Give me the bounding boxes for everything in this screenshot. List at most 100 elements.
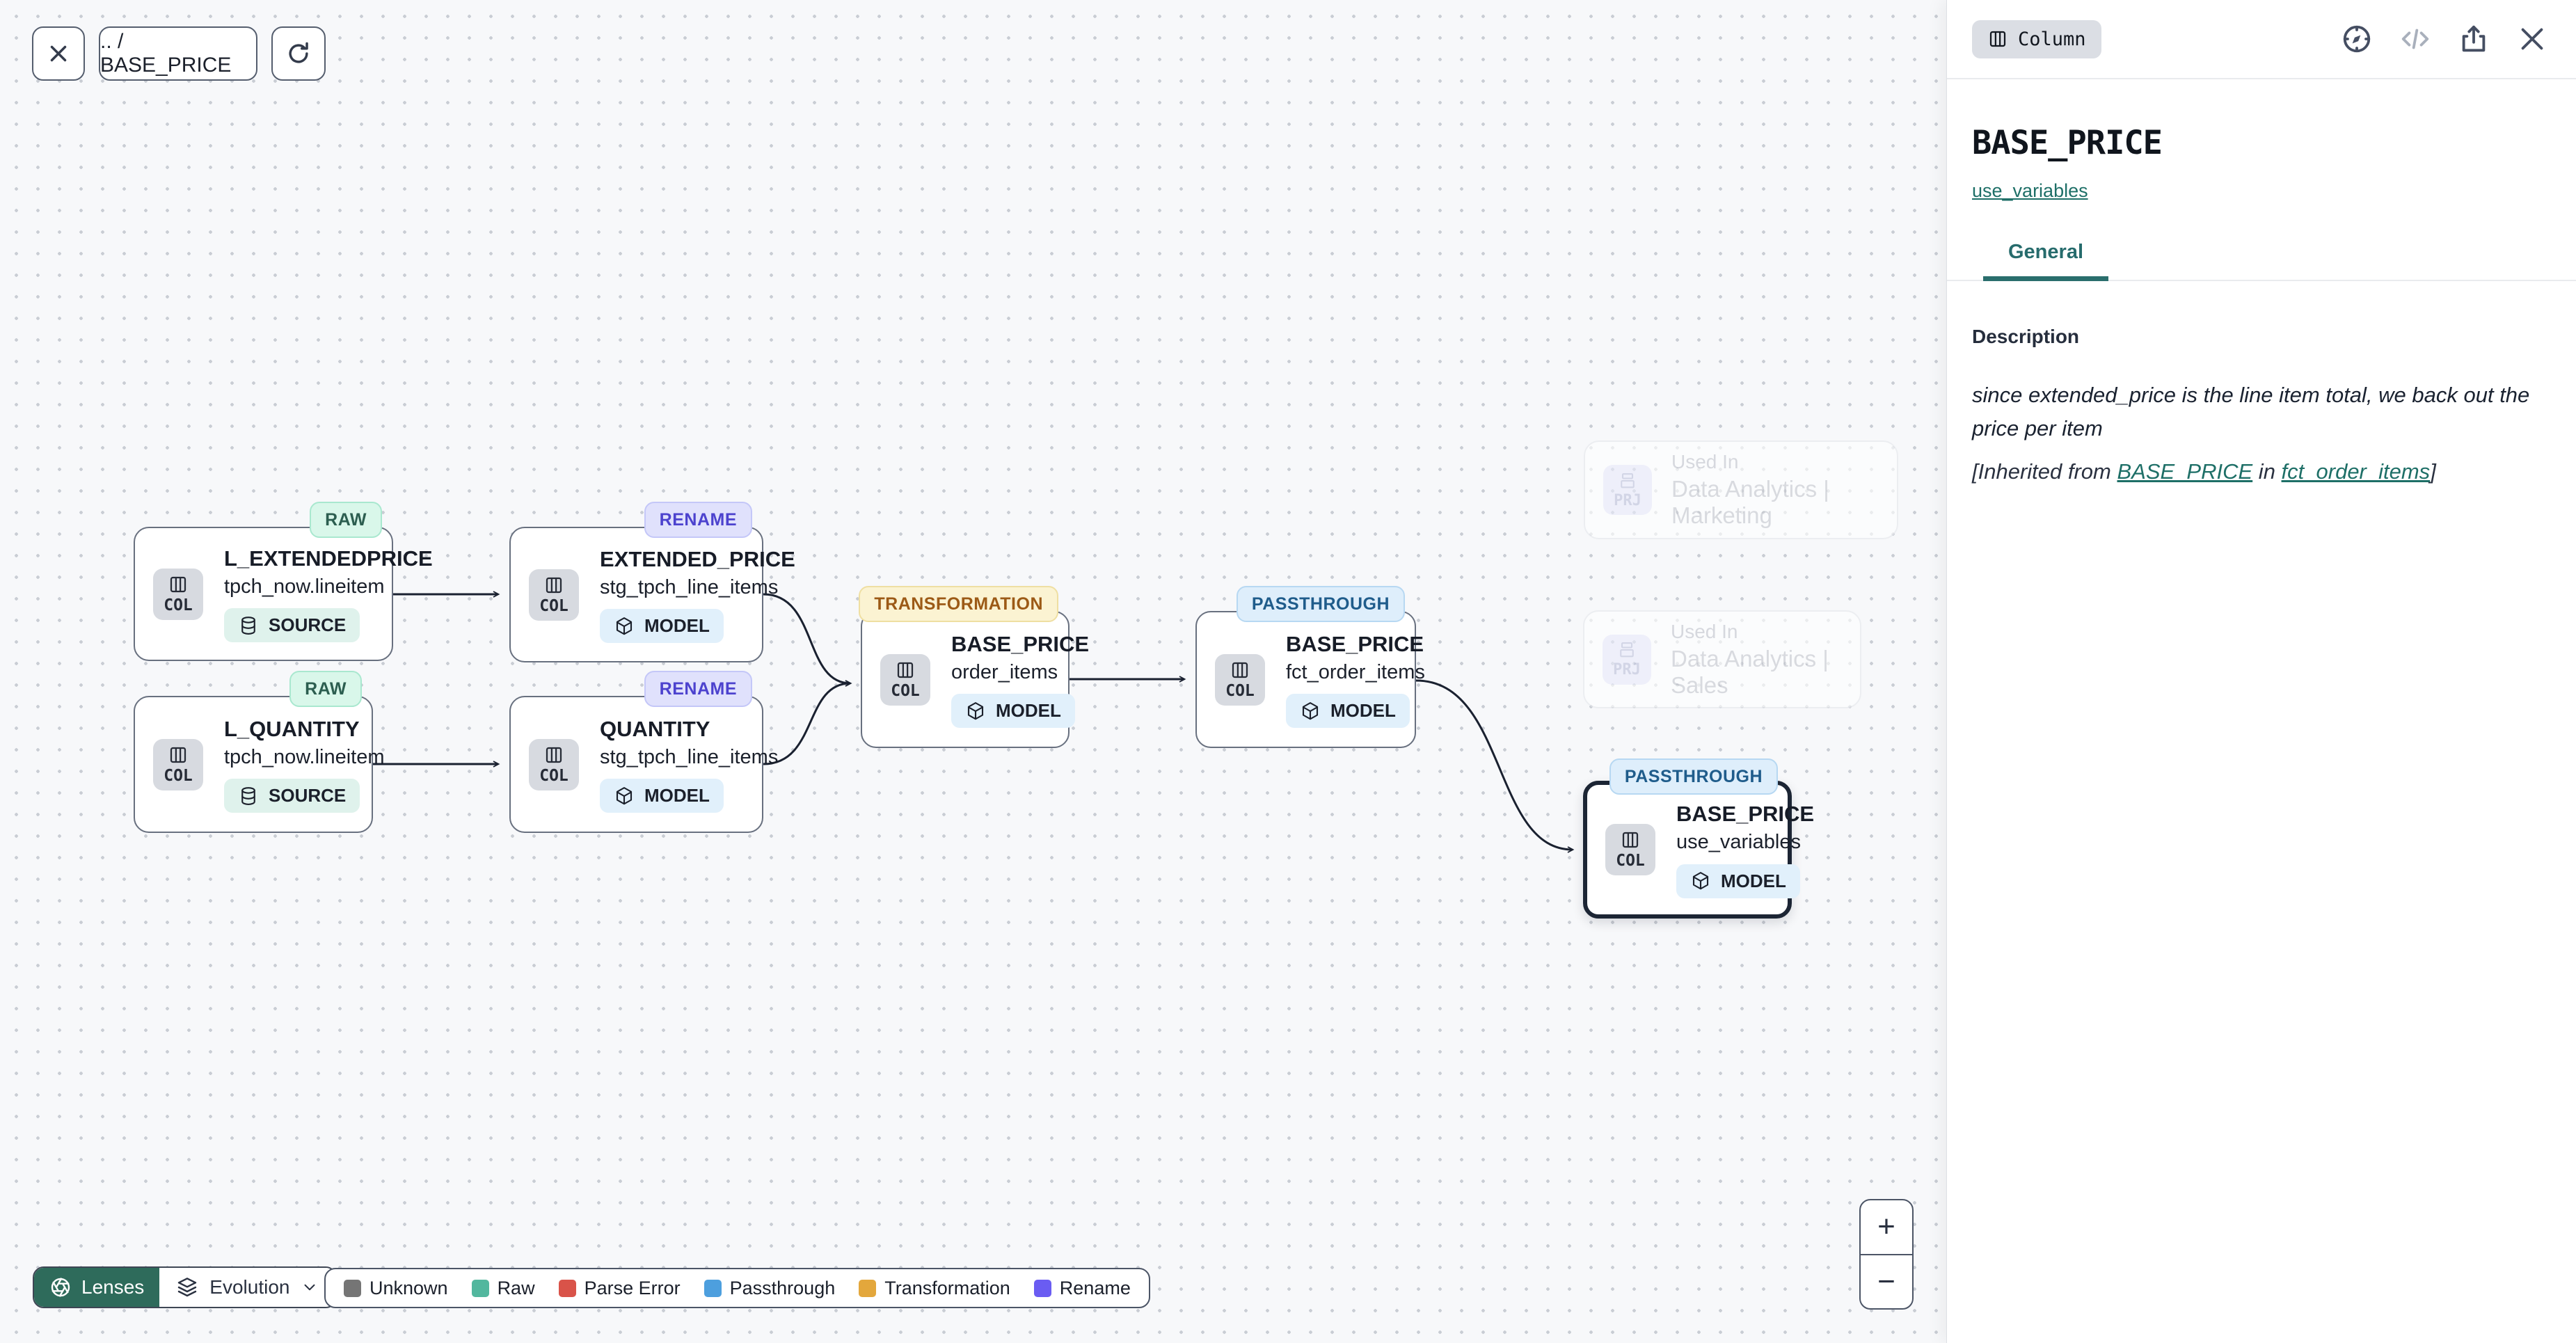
column-type-box: COL [529,738,579,790]
legend-swatch [703,1279,722,1297]
legend-item-raw: Raw [471,1277,535,1299]
kind-label: MODEL [644,785,710,806]
node-subtitle: use_variables [1676,831,1801,854]
legend-item-transformation: Transformation [859,1278,1010,1299]
node-title: BASE_PRICE [1286,631,1424,656]
column-type-box: COL [153,568,203,620]
lenses-button[interactable]: Lenses [34,1268,160,1307]
column-type-label: COL [891,681,920,700]
node-title: L_EXTENDEDPRICE [224,546,433,571]
lenses-label: Lenses [81,1276,145,1298]
inherited-prefix: [Inherited from [1972,459,2117,484]
export-icon[interactable] [2458,23,2490,55]
node-extended-price[interactable]: RENAME COL EXTENDED_PRICE stg_tpch_line_… [509,502,795,662]
legend-swatch [344,1279,361,1297]
legend-label: Passthrough [729,1277,836,1298]
kind-pill-source: SOURCE [224,779,360,813]
legend-label: Raw [497,1277,535,1298]
legend-label: Transformation [884,1277,1010,1298]
detail-panel-body: BASE_PRICE use_variables General Descrip… [1947,124,2576,484]
lens-badge: PASSTHROUGH [1609,758,1778,795]
database-icon [241,616,255,635]
model-cube-icon [616,786,633,805]
lens-select-label: Evolution [209,1276,290,1298]
node-subtitle: tpch_now.lineitem [224,745,385,768]
legend-item-unknown: Unknown [344,1278,448,1299]
kind-pill-model: MODEL [600,779,724,813]
legend-swatch [859,1279,877,1297]
chevron-down-icon [305,1284,315,1291]
lens-badge: RENAME [644,671,752,707]
compass-icon[interactable] [2341,23,2373,55]
kind-label: SOURCE [269,785,347,806]
node-l-quantity[interactable]: RAW COL L_QUANTITY tpch_now.lineitem SOU… [134,671,385,833]
node-subtitle: tpch_now.lineitem [224,575,385,598]
description-text: since extended_price is the line item to… [1972,383,2530,441]
node-base-price-use-variables[interactable]: PASSTHROUGH COL BASE_PRICE use_variables… [1583,758,1814,919]
kind-label: MODEL [1330,700,1396,722]
close-icon[interactable] [2516,23,2548,55]
breadcrumb[interactable]: .. / BASE_PRICE [99,26,257,81]
inherited-column-link[interactable]: BASE_PRICE [2117,459,2253,484]
node-subtitle: stg_tpch_line_items [600,575,779,598]
model-link[interactable]: use_variables [1972,180,2088,201]
kind-label: SOURCE [269,614,347,636]
tab-general[interactable]: General [1983,241,2108,281]
description-label: Description [1972,326,2080,347]
column-type-box: COL [880,653,930,706]
kind-pill-model: MODEL [600,609,724,644]
zoom-controls: + − [1859,1199,1914,1310]
close-icon [50,45,67,62]
used-in-node-sales[interactable]: PRJ Used In Data Analytics | Sales [1583,610,1861,708]
project-type-label: PRJ [1613,661,1641,678]
inherited-model-link[interactable]: fct_order_items [2281,459,2431,484]
model-cube-icon [1302,701,1319,720]
database-icon [241,786,255,805]
model-cube-icon [967,701,984,720]
inherited-suffix: ] [2430,459,2436,484]
kind-pill-model: MODEL [1286,694,1410,729]
node-title: BASE_PRICE [951,631,1090,656]
column-icon [1989,31,2006,47]
node-quantity[interactable]: RENAME COL QUANTITY stg_tpch_line_items … [509,671,778,833]
column-type-label: COL [539,766,569,785]
lens-badge: RAW [310,502,382,538]
node-base-price-order-items[interactable]: TRANSFORMATION COL BASE_PRICE order_item… [859,586,1089,748]
used-in-node-marketing[interactable]: PRJ Used In Data Analytics | Marketing [1584,440,1898,539]
lens-select-evolution[interactable]: Evolution [159,1268,336,1307]
close-lineage-button[interactable] [32,26,85,81]
refresh-icon [289,42,308,63]
used-in-project: Data Analytics | Sales [1671,645,1829,698]
panel-actions [2341,23,2548,55]
node-title: BASE_PRICE [1676,802,1815,827]
node-l-extendedprice[interactable]: RAW COL L_EXTENDEDPRICE tpch_now.lineite… [134,502,433,661]
layers-icon [178,1278,197,1297]
lens-legend: Unknown Raw Parse Error Passthrough Tran… [324,1268,1150,1308]
code-icon[interactable] [2399,23,2431,55]
node-subtitle: stg_tpch_line_items [600,745,779,768]
legend-swatch [1033,1279,1051,1297]
column-type-label: COL [1616,852,1645,870]
kind-pill-model: MODEL [1676,864,1800,898]
lenses-control: Lenses Evolution [33,1266,337,1308]
node-subtitle: order_items [951,660,1058,683]
entity-type-badge: Column [1972,19,2101,58]
zoom-out-button[interactable]: − [1877,1264,1895,1298]
used-in-label: Used In [1671,620,1738,642]
model-cube-icon [1692,872,1709,890]
column-icon [170,576,186,592]
legend-label: Rename [1059,1277,1131,1298]
legend-swatch [558,1279,576,1297]
zoom-in-button[interactable]: + [1861,1200,1912,1255]
legend-label: Unknown [369,1277,448,1298]
used-in-project: Data Analytics | Marketing [1671,476,1829,528]
detail-panel-header: Column [1947,0,2576,79]
column-type-label: COL [1225,681,1255,700]
legend-label: Parse Error [584,1277,681,1298]
refresh-button[interactable] [271,26,326,81]
node-base-price-fct-order-items[interactable]: PASSTHROUGH COL BASE_PRICE fct_order_ite… [1195,586,1425,748]
breadcrumb-label: .. / BASE_PRICE [100,30,232,77]
node-subtitle: fct_order_items [1286,660,1425,683]
used-in-label: Used In [1671,451,1739,472]
column-icon [897,662,914,678]
